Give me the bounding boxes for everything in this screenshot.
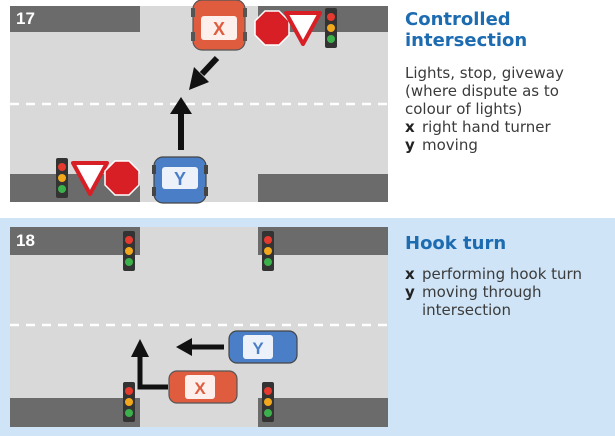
arrow-x-turn bbox=[189, 55, 220, 90]
panel-title: Controlled intersection bbox=[405, 9, 528, 51]
kerb-top-left bbox=[10, 227, 140, 255]
kerb-bottom-right bbox=[258, 398, 388, 427]
traffic-light-bottom-left bbox=[123, 382, 135, 422]
legend-y-continued: intersection bbox=[422, 301, 511, 319]
stop-sign-bottom bbox=[104, 160, 140, 196]
panel-number: 18 bbox=[16, 231, 35, 250]
car-y-label: Y bbox=[174, 169, 186, 189]
kerb-bottom-right bbox=[258, 174, 388, 202]
stop-sign-top bbox=[254, 10, 290, 46]
scene-hook-turn: 18 Y X bbox=[10, 227, 388, 427]
traffic-light-top-left bbox=[123, 231, 135, 271]
panel-title: Hook turn bbox=[405, 233, 507, 254]
kerb-bottom-left bbox=[10, 398, 140, 427]
traffic-light-bottom-right bbox=[262, 382, 274, 422]
car-y: Y bbox=[228, 330, 298, 364]
description-line: colour of lights) bbox=[405, 100, 523, 118]
car-x-label: X bbox=[194, 379, 206, 398]
traffic-light-bottom bbox=[56, 158, 68, 198]
car-y-label: Y bbox=[252, 339, 264, 358]
panel-description: Lights, stop, giveway (where dispute as … bbox=[405, 64, 564, 154]
kerb-top-left bbox=[10, 6, 140, 32]
panel-controlled-intersection: 17 X Y bbox=[0, 0, 615, 208]
arrow-y-straight bbox=[170, 97, 192, 150]
car-x-label: X bbox=[213, 19, 225, 39]
description-line: Lights, stop, giveway bbox=[405, 64, 564, 82]
description-line: (where dispute as to bbox=[405, 82, 559, 100]
arrow-x-hook-turn bbox=[131, 339, 168, 390]
car-x: X bbox=[191, 0, 247, 51]
car-x: X bbox=[168, 370, 238, 404]
panel-number: 17 bbox=[16, 9, 35, 28]
arrow-y-straight bbox=[176, 338, 224, 356]
car-y: Y bbox=[152, 156, 208, 204]
traffic-light-top bbox=[325, 8, 337, 48]
scene-controlled-intersection: 17 X Y bbox=[10, 0, 388, 204]
traffic-light-top-right bbox=[262, 231, 274, 271]
kerb-top-right bbox=[258, 227, 388, 255]
